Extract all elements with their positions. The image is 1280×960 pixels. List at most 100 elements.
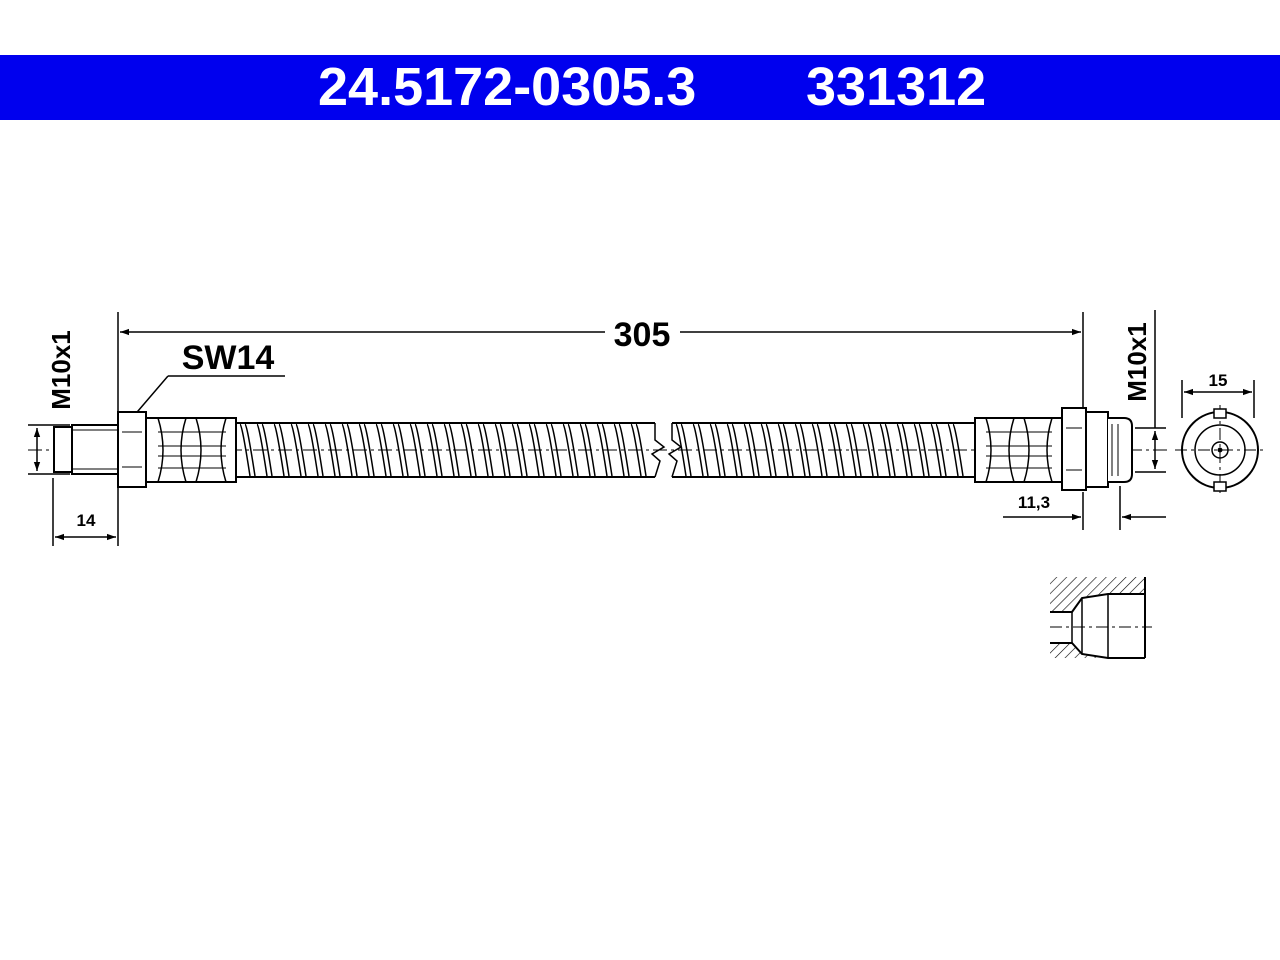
coil-turn <box>748 423 760 477</box>
coil-turn <box>256 423 268 477</box>
coil-turn <box>380 423 392 477</box>
coil-turn <box>879 423 891 477</box>
right-thread-label: M10x1 <box>1122 322 1152 402</box>
right-thread-length-label: 11,3 <box>1018 493 1050 512</box>
coil-turn <box>862 423 874 477</box>
coil-turn <box>675 423 687 477</box>
coil-turn <box>545 423 557 477</box>
coil-turn <box>312 423 324 477</box>
wrench-size-label: SW14 <box>182 339 275 377</box>
overall-length-label: 305 <box>614 316 671 354</box>
coil-turn <box>443 423 455 477</box>
coil-turn <box>341 423 353 477</box>
left-thread-length-dimension: 14 <box>52 478 119 546</box>
coil-turn <box>918 423 930 477</box>
hose-spiral <box>239 423 964 477</box>
coil-turn <box>884 423 896 477</box>
coil-turn <box>709 423 721 477</box>
coil-turn <box>601 423 613 477</box>
coil-turn <box>448 423 460 477</box>
coil-turn <box>794 423 806 477</box>
coil-turn <box>850 423 862 477</box>
coil-turn <box>680 423 692 477</box>
coil-turn <box>584 423 596 477</box>
coil-turn <box>913 423 925 477</box>
overall-length-dimension: 305 <box>117 312 1084 420</box>
left-thread-length-label: 14 <box>77 511 96 530</box>
coil-turn <box>460 423 472 477</box>
coil-turn <box>714 423 726 477</box>
coil-turn <box>426 423 438 477</box>
coil-turn <box>896 423 908 477</box>
coil-turn <box>697 423 709 477</box>
coil-turn <box>635 423 647 477</box>
coil-turn <box>731 423 743 477</box>
coil-turn <box>618 423 630 477</box>
coil-turn <box>811 423 823 477</box>
coil-turn <box>261 423 273 477</box>
left-thread-dimension: M10x1 <box>28 330 76 475</box>
coil-turn <box>799 423 811 477</box>
coil-turn <box>816 423 828 477</box>
coil-turn <box>477 423 489 477</box>
coil-turn <box>375 423 387 477</box>
coil-turn <box>952 423 964 477</box>
coil-turn <box>562 423 574 477</box>
coil-turn <box>765 423 777 477</box>
coil-turn <box>930 423 942 477</box>
coil-turn <box>777 423 789 477</box>
coil-turn <box>511 423 523 477</box>
coil-turn <box>613 423 625 477</box>
coil-turn <box>392 423 404 477</box>
coil-turn <box>528 423 540 477</box>
coil-turn <box>239 423 251 477</box>
coil-turn <box>760 423 772 477</box>
coil-turn <box>550 423 562 477</box>
coil-turn <box>516 423 528 477</box>
coil-turn <box>935 423 947 477</box>
coil-turn <box>579 423 591 477</box>
coil-turn <box>828 423 840 477</box>
part-number: 24.5172-0305.3 <box>318 57 697 117</box>
coil-turn <box>845 423 857 477</box>
coil-turn <box>630 423 642 477</box>
coil-turn <box>947 423 959 477</box>
coil-turn <box>431 423 443 477</box>
coil-turn <box>363 423 375 477</box>
reference-number: 331312 <box>806 57 987 117</box>
coil-turn <box>358 423 370 477</box>
coil-turn <box>726 423 738 477</box>
left-thread-label: M10x1 <box>46 330 76 410</box>
coil-turn <box>494 423 506 477</box>
port-section-view <box>1050 577 1152 659</box>
coil-turn <box>295 423 307 477</box>
wrench-size-callout: SW14 <box>131 339 285 419</box>
end-view: 15 <box>1175 371 1265 495</box>
coil-turn <box>596 423 608 477</box>
coil-turn <box>482 423 494 477</box>
coil-turn <box>692 423 704 477</box>
right-thread-length-dimension: 11,3 <box>1003 486 1166 530</box>
coil-turn <box>499 423 511 477</box>
coil-turn <box>782 423 794 477</box>
coil-turn <box>346 423 358 477</box>
coil-turn <box>244 423 256 477</box>
coil-turn <box>273 423 285 477</box>
right-thread-dimension: M10x1 <box>1122 310 1166 473</box>
coil-turn <box>414 423 426 477</box>
coil-turn <box>567 423 579 477</box>
coil-turn <box>743 423 755 477</box>
end-diameter-label: 15 <box>1209 371 1228 390</box>
coil-turn <box>307 423 319 477</box>
coil-turn <box>278 423 290 477</box>
coil-turn <box>833 423 845 477</box>
hose-assembly <box>28 407 1170 491</box>
coil-turn <box>465 423 477 477</box>
coil-turn <box>409 423 421 477</box>
coil-turn <box>397 423 409 477</box>
coil-turn <box>329 423 341 477</box>
coil-turn <box>867 423 879 477</box>
title-bar: 24.5172-0305.3 331312 <box>0 55 1280 120</box>
coil-turn <box>290 423 302 477</box>
